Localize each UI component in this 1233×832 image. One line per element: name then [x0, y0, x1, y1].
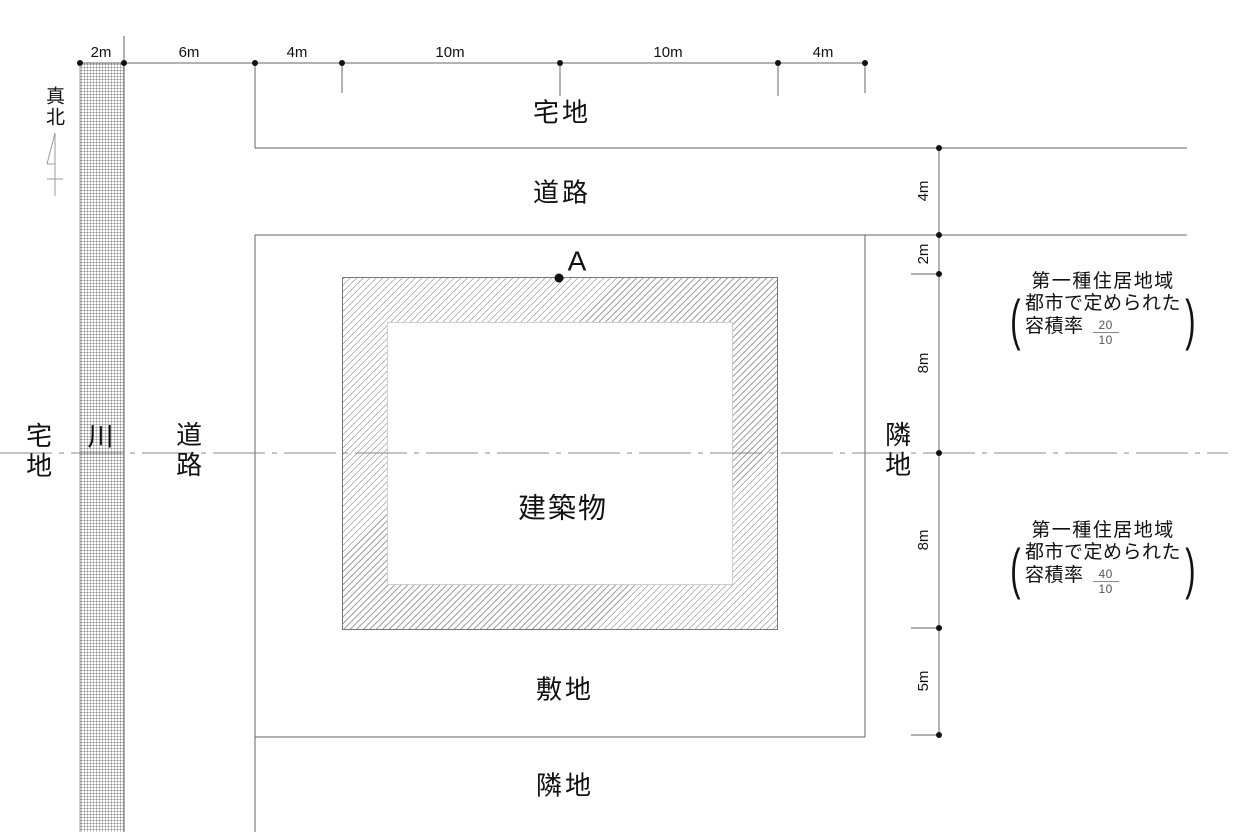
zone-ratio-fraction: 40 10 [1092, 567, 1119, 597]
label-neighbor-right: 隣地 [881, 421, 912, 481]
dim-right-8m: 8m [915, 353, 932, 374]
dim-top-2m: 2m [91, 44, 112, 61]
zone-title: 第一種住居地域 [1031, 520, 1175, 541]
label-building: 建築物 [517, 492, 609, 524]
zone-title: 第一種住居地域 [1031, 271, 1175, 292]
dim-right-5m: 5m [915, 671, 932, 692]
zone-ratio-fraction: 20 10 [1092, 318, 1119, 348]
dimension-dots [77, 60, 942, 738]
ratio-numerator: 40 [1092, 567, 1119, 583]
right-dimension-labels: 4m 2m 8m 8m 5m [915, 181, 932, 692]
label-river: 川 [87, 421, 117, 452]
zone-ratio-label: 容積率 [1024, 564, 1084, 586]
label-plot-top: 宅地 [532, 97, 592, 128]
paren-open: ( [1010, 537, 1021, 601]
dim-right-8m-2: 8m [915, 530, 932, 551]
paren-close: ) [1185, 537, 1196, 601]
zone-ratio-label: 容積率 [1024, 315, 1084, 337]
paren-close: ) [1185, 288, 1196, 352]
point-a-dot [554, 273, 564, 283]
north-arrow-icon [46, 132, 63, 196]
ratio-denominator: 10 [1098, 333, 1113, 348]
label-plot-left: 宅地 [22, 422, 53, 482]
boundary-lines [79, 36, 1187, 832]
zone-note-lower: 第一種住居地域 ( 都市で定められた 容積率 40 10 ) [997, 515, 1209, 597]
zone-condition: 都市で定められた [1024, 542, 1181, 563]
zone-note-upper: 第一種住居地域 ( 都市で定められた 容積率 20 10 ) [997, 266, 1209, 348]
dim-right-2m: 2m [915, 244, 932, 265]
paren-open: ( [1010, 288, 1021, 352]
dim-top-6m: 6m [179, 44, 200, 61]
label-point-a: A [567, 245, 587, 277]
dim-top-10m: 10m [435, 44, 464, 61]
label-true-north: 真北 [42, 86, 64, 128]
dim-top-4m-2: 4m [813, 44, 834, 61]
ratio-numerator: 20 [1092, 318, 1119, 334]
label-site: 敷地 [535, 674, 595, 705]
river-strip [80, 63, 124, 832]
label-road-top: 道路 [532, 177, 592, 208]
label-neighbor-bottom: 隣地 [535, 770, 595, 801]
top-dimension-labels: 2m 6m 4m 10m 10m 4m [91, 44, 834, 61]
dim-top-4m: 4m [287, 44, 308, 61]
dim-top-10m-2: 10m [653, 44, 682, 61]
zone-condition: 都市で定められた [1024, 293, 1181, 314]
dim-right-4m: 4m [915, 181, 932, 202]
label-road-left: 道路 [172, 421, 203, 481]
ratio-denominator: 10 [1098, 582, 1113, 597]
